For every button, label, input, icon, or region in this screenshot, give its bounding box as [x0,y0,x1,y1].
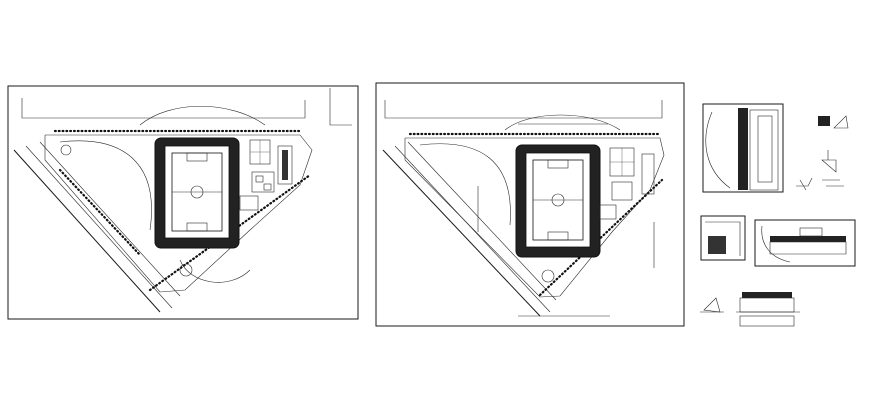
sheet-2-ancillary-buildings [599,181,633,220]
sheet-1-landscape-arc-3 [179,259,251,283]
detail-sheet-stand-plan [700,215,746,261]
sheet-2-fountain [541,269,555,283]
detail-1-building [749,109,779,191]
detail-2-frame [700,215,746,261]
sheet-2-site-boundary [404,137,665,298]
detail-3-frame [754,219,856,267]
sheet-1-penalty-box-top [186,152,208,162]
sheet-1-diagonal-path [39,141,181,297]
sheet-1-tennis-courts [249,139,293,185]
detail-elevation-base [739,315,795,327]
detail-symbol-section-b [796,177,813,191]
sheet-2-centre-circle [551,193,565,207]
detail-3-upper-block [799,227,823,237]
detail-1-arc [705,111,731,189]
detail-elevation-facade [739,297,795,313]
sheet-2-penalty-box-top [547,159,569,169]
detail-1-pitch [757,115,773,183]
sheet-1-diagonal-road-inner [25,145,173,309]
sheet-1-site-boundary [44,134,313,293]
sheet-2-diagonal-road-outer [382,149,541,317]
sheet-2-diagonal-path [407,141,557,301]
sheet-2-road-top [384,100,663,119]
sheet-1-penalty-box-bottom [186,222,208,232]
detail-3-stand-section [769,241,847,255]
sheet-1-frame [7,85,359,320]
sheet-site-plan-2 [375,82,685,327]
sheet-1-fountain [179,263,193,277]
sheet-2-tree-row-diagonal [538,178,664,297]
detail-elevation [700,292,800,327]
sheet-site-plan-1 [7,85,359,320]
detail-3-arc [761,225,791,263]
detail-sheet-section [754,219,856,267]
detail-symbol-lines [822,179,844,187]
sheet-1-ancillary-buildings [239,171,275,211]
sheet-2-landscape-arc-1 [419,143,511,226]
detail-symbols-cluster [796,115,849,191]
detail-sheet-enlarged-plan [702,103,784,193]
sheet-2-landscape-arc-2 [504,114,621,131]
sheet-2-penalty-box-bottom [547,231,569,241]
sheet-1-tree-row-left [58,168,142,257]
sheet-2-tennis-courts [609,147,655,195]
sheet-1-road-top [21,98,306,119]
detail-symbol-triangle [833,115,849,129]
detail-1-stand [738,108,748,190]
sheet-2-frame [375,82,685,327]
sheet-1-road-right [329,88,352,126]
detail-3-roof [770,236,846,242]
detail-elevation-roof [742,292,792,298]
sheet-1-landscape-arc-2 [139,105,266,126]
sheet-1-roundabout [60,144,72,156]
sheet-1-landscape-arc-1 [59,140,152,231]
detail-2-wall [705,221,741,256]
sheet-2-diagonal-road-inner [394,145,551,313]
detail-2-stairs [708,236,726,254]
detail-symbol-section-a [821,150,837,173]
sheet-1-centre-circle [190,185,204,199]
detail-symbol-block [818,116,830,126]
detail-1-frame [702,103,784,193]
detail-elevation-symbol [703,297,721,313]
sheet-1-diagonal-road-outer [13,149,161,313]
